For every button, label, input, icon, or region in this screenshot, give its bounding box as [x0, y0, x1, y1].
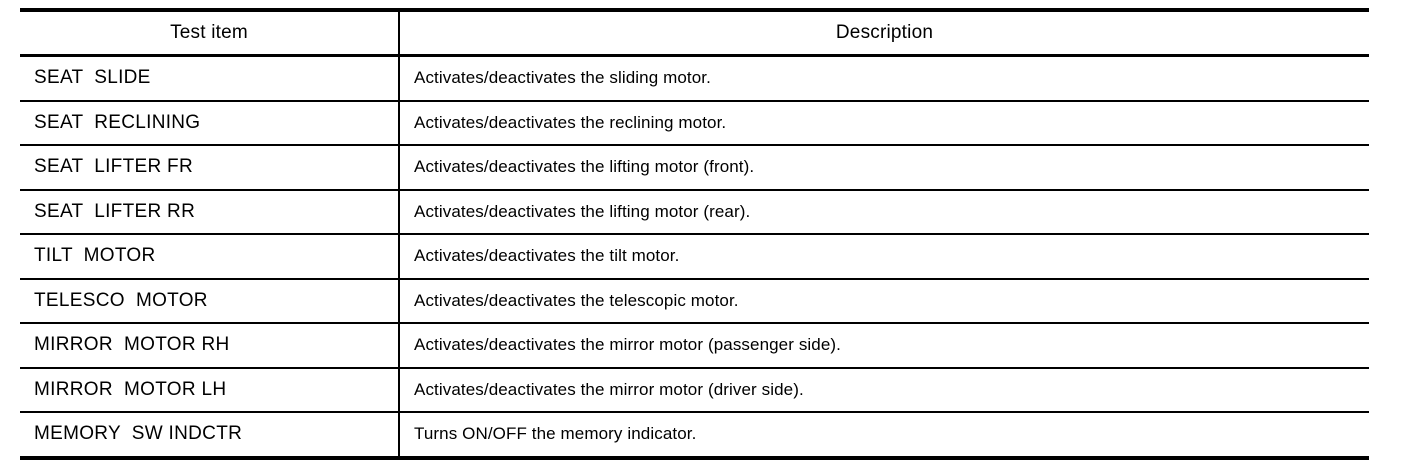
cell-test-item: TELESCO MOTOR [20, 278, 399, 324]
column-header-description: Description [398, 8, 1369, 57]
cell-description: Activates/deactivates the telescopic mot… [398, 278, 1369, 324]
cell-description: Activates/deactivates the mirror motor (… [398, 367, 1369, 413]
cell-test-item: MIRROR MOTOR LH [20, 367, 399, 413]
cell-description: Activates/deactivates the reclining moto… [398, 100, 1369, 146]
cell-description: Activates/deactivates the sliding motor. [398, 55, 1369, 102]
cell-description: Turns ON/OFF the memory indicator. [398, 412, 1369, 460]
cell-test-item: TILT MOTOR [20, 234, 399, 280]
cell-test-item: SEAT RECLINING [20, 100, 399, 146]
cell-description: Activates/deactivates the lifting motor … [398, 145, 1369, 191]
table-header: Test item Description [20, 8, 1369, 57]
cell-test-item: SEAT LIFTER FR [20, 145, 399, 191]
cell-test-item: MIRROR MOTOR RH [20, 323, 399, 369]
cell-test-item: SEAT LIFTER RR [20, 189, 399, 235]
cell-test-item: MEMORY SW INDCTR [20, 412, 399, 460]
table-header-row: Test item Description [20, 8, 1369, 57]
cell-description: Activates/deactivates the lifting motor … [398, 189, 1369, 235]
cell-description: Activates/deactivates the tilt motor. [398, 234, 1369, 280]
column-header-test-item: Test item [20, 8, 399, 57]
cell-test-item: SEAT SLIDE [20, 55, 399, 102]
cell-description: Activates/deactivates the mirror motor (… [398, 323, 1369, 369]
